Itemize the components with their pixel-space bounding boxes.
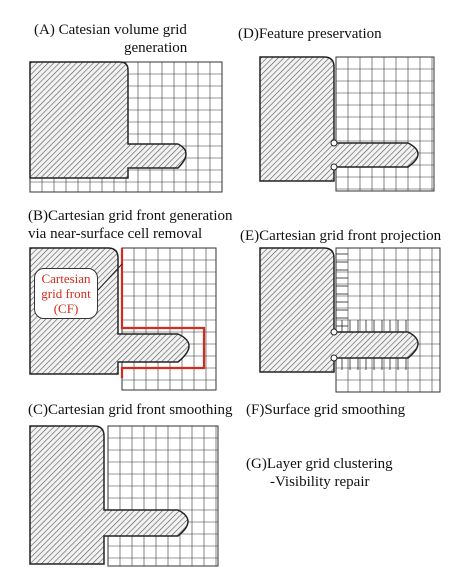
panel-a-diagram <box>28 60 226 195</box>
cartesian-front-callout: Cartesian grid front (CF) <box>34 268 98 319</box>
callout-line2: grid front <box>41 286 91 301</box>
panel-b-diagram: Cartesian grid front (CF) <box>28 246 220 394</box>
panel-e-diagram <box>258 246 444 396</box>
panel-c-diagram <box>28 424 222 569</box>
panel-d-title: (D)Feature preservation <box>238 26 382 42</box>
panel-a-title-line2: generation <box>124 40 188 56</box>
panel-c-title: (C)Cartesian grid front smoothing <box>28 402 233 418</box>
callout-line3: (CF) <box>53 301 79 316</box>
panel-d-diagram <box>258 55 438 195</box>
panel-a-title: (A) Catesian volume grid <box>34 22 187 38</box>
panel-b-title-line2: via near-surface cell removal <box>28 226 203 242</box>
panel-e-title: (E)Cartesian grid front projection <box>240 228 442 244</box>
panel-b-title: (B)Cartesian grid front generation <box>28 208 233 224</box>
callout-line1: Cartesian <box>41 271 91 286</box>
panel-f-title: (F)Surface grid smoothing <box>246 402 406 418</box>
panel-g-title-line2: -Visibility repair <box>270 474 370 490</box>
panel-g-title: (G)Layer grid clustering <box>246 456 393 472</box>
